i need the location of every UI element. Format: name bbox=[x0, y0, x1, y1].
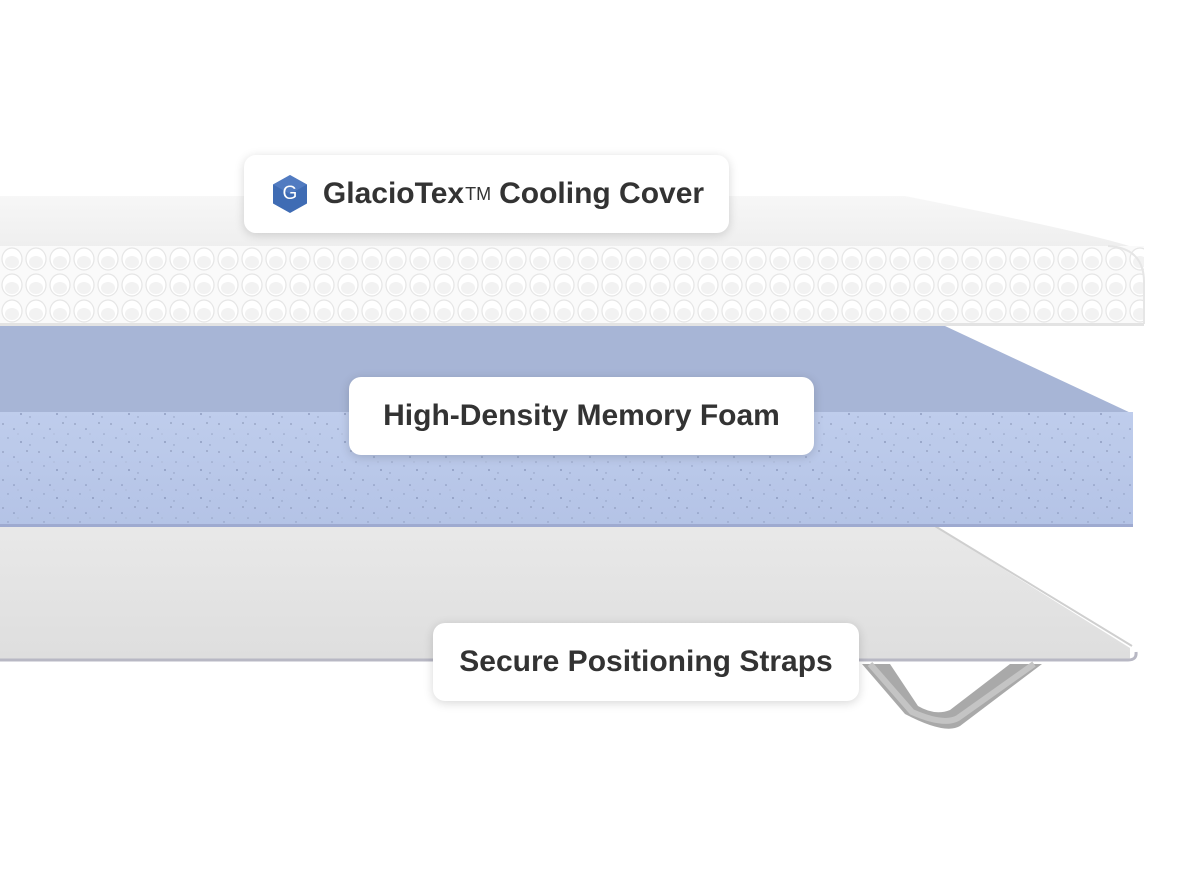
strap-illustration bbox=[862, 661, 1042, 729]
glaciotex-hexagon-icon: G bbox=[269, 173, 311, 215]
memory-foam-label: High-Density Memory Foam bbox=[349, 377, 814, 455]
cover-label-suffix: Cooling Cover bbox=[499, 177, 705, 210]
cover-brand-name: GlacioTex bbox=[322, 177, 465, 210]
positioning-straps-label: Secure Positioning Straps bbox=[433, 623, 859, 701]
badge-letter: G bbox=[282, 183, 298, 204]
trademark-symbol: TM bbox=[465, 183, 492, 204]
